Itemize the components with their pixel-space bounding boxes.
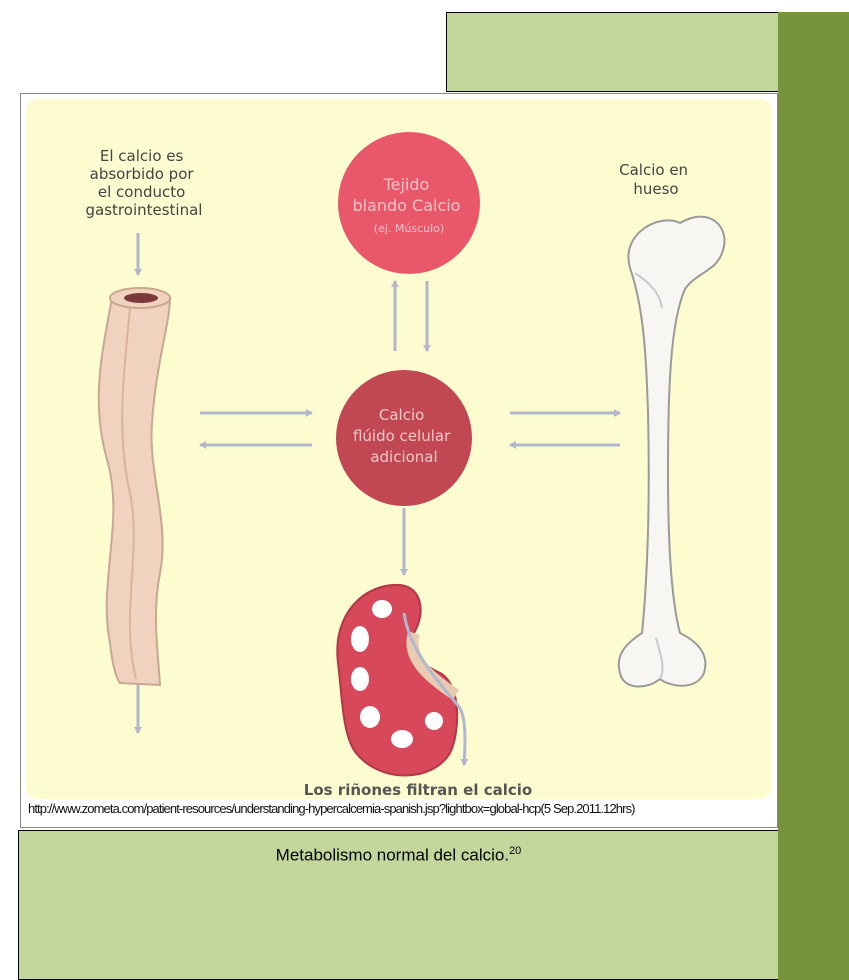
calcium-diagram: El calcio es absorbido por el conducto g…: [20, 93, 778, 828]
caption-box: Metabolismo normal del calcio.20: [18, 830, 778, 980]
source-url: http://www.zometa.com/patient-resources/…: [28, 801, 776, 816]
header-text-box: [446, 12, 778, 92]
caption-reference: 20: [509, 845, 521, 857]
gi-label: El calcio es absorbido por el conducto g…: [86, 147, 203, 219]
figure-caption: Metabolismo normal del calcio.20: [19, 845, 778, 866]
caption-text: Metabolismo normal del calcio.: [276, 846, 509, 865]
calcium-figure: El calcio es absorbido por el conducto g…: [20, 93, 780, 828]
kidney-label: Los riñones filtran el calcio: [304, 781, 532, 799]
sidebar-band: [778, 12, 849, 980]
